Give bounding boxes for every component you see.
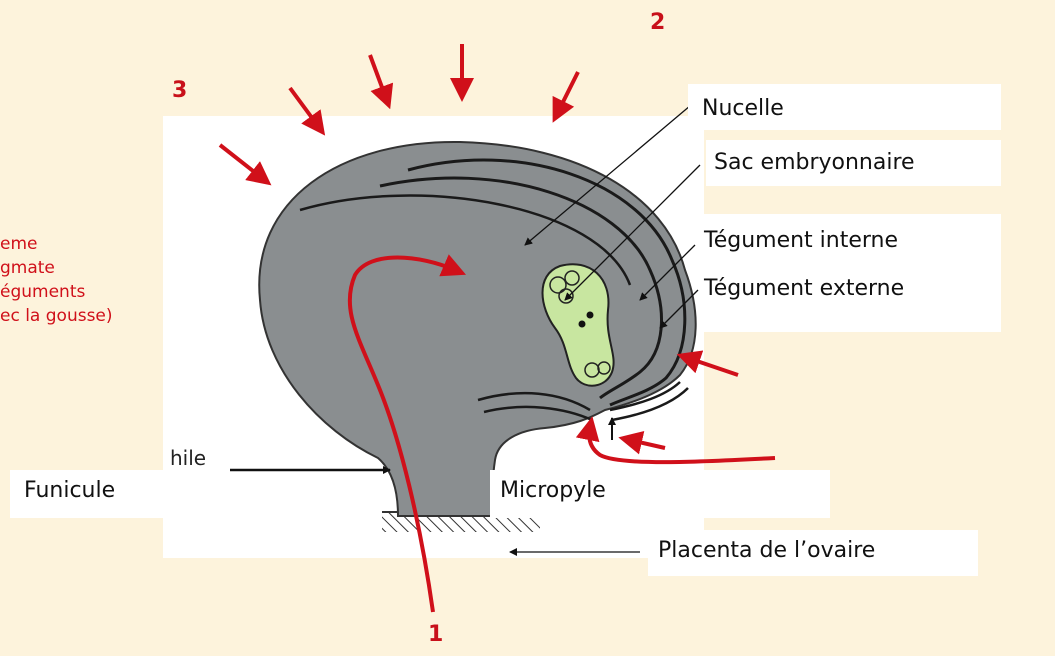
- number-2: 2: [650, 10, 665, 35]
- number-3: 3: [172, 78, 187, 103]
- side-note-line-2: gmate: [0, 256, 113, 280]
- label-nucelle: Nucelle: [688, 84, 1001, 130]
- red-arrow-c: [370, 55, 386, 98]
- label-funicule: Funicule: [10, 470, 226, 518]
- label-micropyle: Micropyle: [490, 470, 830, 518]
- side-note-line-1: eme: [0, 232, 113, 256]
- label-sac-embryonnaire: Sac embryonnaire: [706, 140, 1001, 186]
- side-note-line-4: ec la gousse): [0, 304, 113, 328]
- number-1: 1: [428, 622, 443, 647]
- red-arrow-e: [558, 72, 578, 112]
- label-hile: hile: [168, 446, 228, 470]
- side-note-line-3: éguments: [0, 280, 113, 304]
- label-tegument-externe: Tégument externe: [700, 272, 1001, 312]
- label-placenta: Placenta de l’ovaire: [648, 530, 978, 576]
- side-note: eme gmate éguments ec la gousse): [0, 232, 113, 328]
